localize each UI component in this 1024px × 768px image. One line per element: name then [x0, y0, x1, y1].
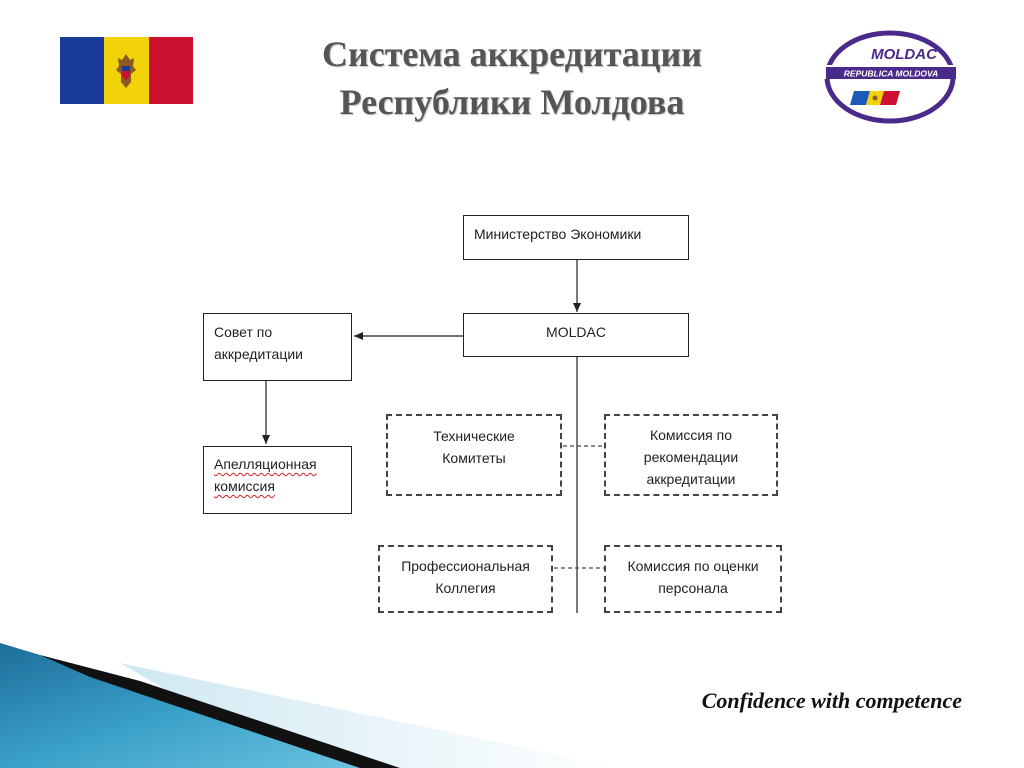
- appeal-label-line-2: комиссия: [214, 478, 275, 494]
- title-line-1: Система аккредитации: [322, 34, 702, 74]
- box-personnel-commission: Комиссия по оценки персонала: [604, 545, 782, 613]
- page-title: Система аккредитации Республики Молдова: [250, 30, 774, 126]
- technical-label-line-2: Комитеты: [442, 450, 506, 466]
- flag-stripe-blue: [60, 37, 105, 104]
- box-professional-board: Профессиональная Коллегия: [378, 545, 553, 613]
- council-label-line-1: Совет по: [214, 324, 273, 340]
- appeal-label-line-1: Апелляционная: [214, 456, 317, 472]
- personnel-label-line-1: Комиссия по оценки: [627, 558, 759, 574]
- professional-label-line-1: Профессиональная: [401, 558, 530, 574]
- logo-subtitle: REPUBLICA MOLDOVA: [844, 69, 938, 79]
- box-recommendation-commission: Комиссия по рекомендации аккредитации: [604, 414, 778, 496]
- moldac-label: MOLDAC: [546, 324, 606, 340]
- logo-name: MOLDAC: [871, 46, 938, 63]
- coat-of-arms-icon: [116, 53, 137, 88]
- decorative-corner-swoosh: [0, 643, 620, 768]
- moldac-logo-icon: MOLDAC REPUBLICA MOLDOVA: [822, 30, 962, 124]
- recommend-label-line-1: Комиссия по: [649, 427, 733, 443]
- ministry-label: Министерство Экономики: [474, 226, 642, 242]
- box-moldac: MOLDAC: [463, 313, 689, 357]
- box-council: Совет по аккредитации: [203, 313, 352, 381]
- box-technical-committees: Технические Комитеты: [386, 414, 562, 496]
- logo-mini-flag-icon: [850, 91, 900, 105]
- technical-label-line-1: Технические: [433, 428, 515, 444]
- professional-label-line-2: Коллегия: [435, 580, 496, 596]
- recommend-label-line-2: рекомендации: [643, 449, 739, 465]
- box-ministry: Министерство Экономики: [463, 215, 689, 260]
- box-appeal: Апелляционная комиссия: [203, 446, 352, 514]
- moldova-flag-icon: [60, 37, 193, 104]
- recommend-label-line-3: аккредитации: [646, 471, 736, 487]
- flag-stripe-yellow: [104, 37, 149, 104]
- council-label-line-2: аккредитации: [214, 346, 303, 362]
- personnel-label-line-2: персонала: [658, 580, 728, 596]
- tagline: Confidence with competence: [701, 688, 962, 713]
- title-line-2: Республики Молдова: [339, 82, 685, 122]
- flag-stripe-red: [148, 37, 193, 104]
